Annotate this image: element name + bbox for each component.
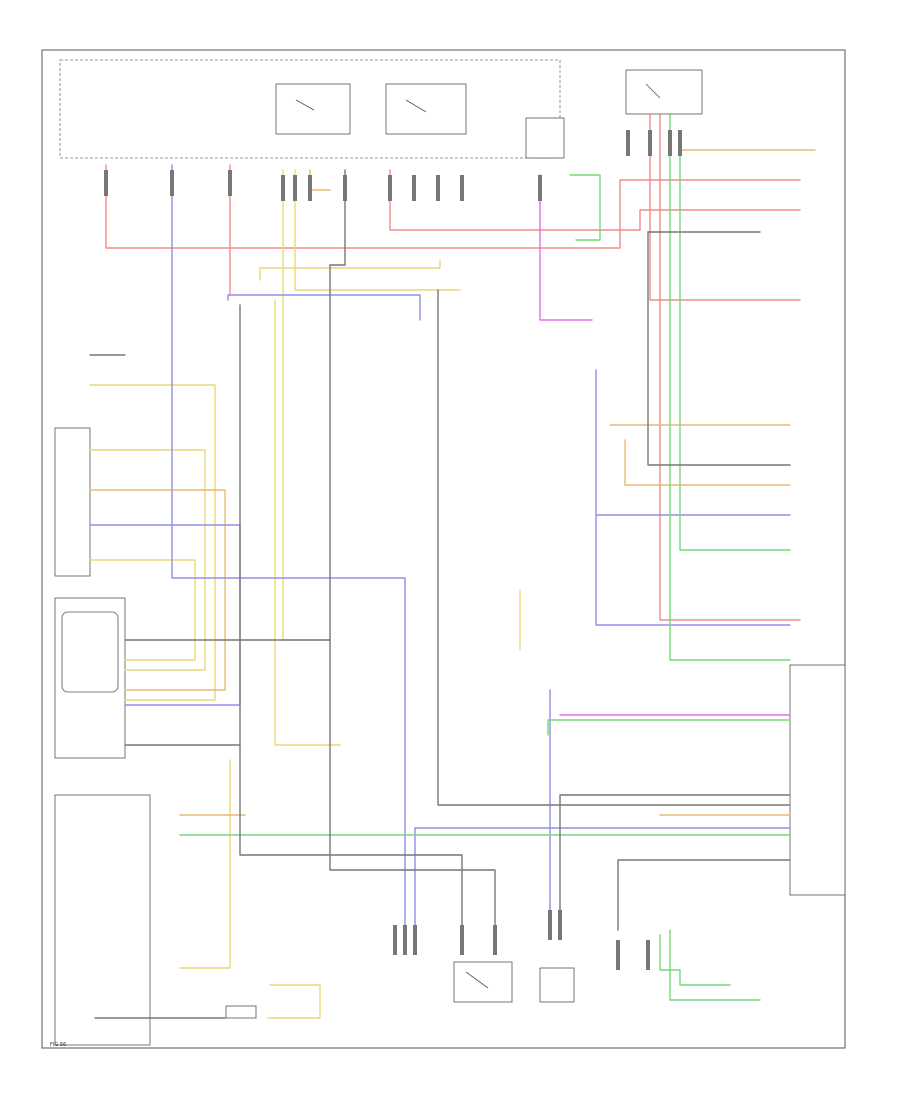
control-unit xyxy=(789,664,846,896)
connector xyxy=(281,175,285,201)
blower-switch-inner xyxy=(61,611,119,693)
fan-relay-switch xyxy=(645,83,661,99)
diagram-frame xyxy=(41,49,846,1049)
compressor-relay xyxy=(525,117,565,159)
wire-red-4 xyxy=(659,114,801,621)
connector xyxy=(668,130,672,156)
wire-green-2 xyxy=(679,149,791,551)
connector xyxy=(388,175,392,201)
blower-resistor xyxy=(54,427,91,577)
wire-gray-3 xyxy=(239,304,463,941)
wire-yellow-4 xyxy=(274,299,341,746)
wire-orange-2 xyxy=(309,169,331,191)
ignition-switch xyxy=(54,794,151,1046)
wire-gray-5 xyxy=(617,859,791,931)
engine-coolant-sensor xyxy=(539,967,575,1003)
wire-green-3 xyxy=(569,174,601,241)
cooling-fan-relay xyxy=(625,69,703,115)
connector xyxy=(403,925,407,955)
wire-gray-1 xyxy=(329,169,496,941)
connector xyxy=(548,910,552,940)
fusible-link xyxy=(225,1005,257,1019)
wire-harness xyxy=(89,114,816,1019)
connector xyxy=(436,175,440,201)
wire-orange-5 xyxy=(624,439,791,486)
pressure-switch-contact xyxy=(465,971,489,989)
wire-yellow-3 xyxy=(259,259,441,281)
wire-red-3 xyxy=(649,114,801,301)
connector xyxy=(413,925,417,955)
relay-2-switch xyxy=(405,99,427,113)
wire-blue-1 xyxy=(171,164,406,931)
wire-yellow-7 xyxy=(89,559,196,661)
wire-gray-4 xyxy=(559,794,791,931)
wire-yellow-9 xyxy=(267,984,321,1019)
connector xyxy=(293,175,297,201)
relay-2 xyxy=(385,83,467,135)
pressure-switch xyxy=(453,961,513,1003)
wire-green-6 xyxy=(659,934,731,986)
wire-pink-1 xyxy=(539,174,593,321)
wire-yellow-2 xyxy=(294,169,461,291)
connector xyxy=(648,130,652,156)
wire-gray-7 xyxy=(647,231,791,466)
connector xyxy=(170,170,174,196)
wire-blue-5 xyxy=(595,514,791,626)
wire-red-1 xyxy=(105,164,801,249)
connector xyxy=(678,130,682,156)
wire-green-5 xyxy=(547,719,791,736)
wire-green-7 xyxy=(669,929,761,1001)
wire-orange-1 xyxy=(89,489,226,691)
connector xyxy=(558,910,562,940)
connector xyxy=(493,925,497,955)
wire-blue-6 xyxy=(414,827,791,931)
fuse-block xyxy=(275,69,703,159)
connector xyxy=(460,175,464,201)
wire-gray-2 xyxy=(437,289,791,806)
connector xyxy=(626,130,630,156)
connector xyxy=(616,940,620,970)
connector xyxy=(393,925,397,955)
connector xyxy=(412,175,416,201)
relay-1-switch xyxy=(295,99,315,111)
connector xyxy=(343,175,347,201)
wire-yellow-8 xyxy=(179,759,231,969)
connector xyxy=(460,925,464,955)
fuse-box-outline xyxy=(59,59,561,159)
connector xyxy=(538,175,542,201)
connector-markers xyxy=(104,130,682,970)
wire-yellow-1 xyxy=(282,169,331,641)
connector xyxy=(308,175,312,201)
wire-blue-2 xyxy=(227,294,421,321)
figure-code: FIG 56 xyxy=(50,1042,66,1048)
wire-yellow-5 xyxy=(89,384,216,701)
wire-red-2 xyxy=(389,169,801,231)
wire-green-1 xyxy=(669,114,791,661)
wire-yellow-6 xyxy=(89,449,206,671)
connector xyxy=(104,170,108,196)
connector xyxy=(228,170,232,196)
connector xyxy=(646,940,650,970)
